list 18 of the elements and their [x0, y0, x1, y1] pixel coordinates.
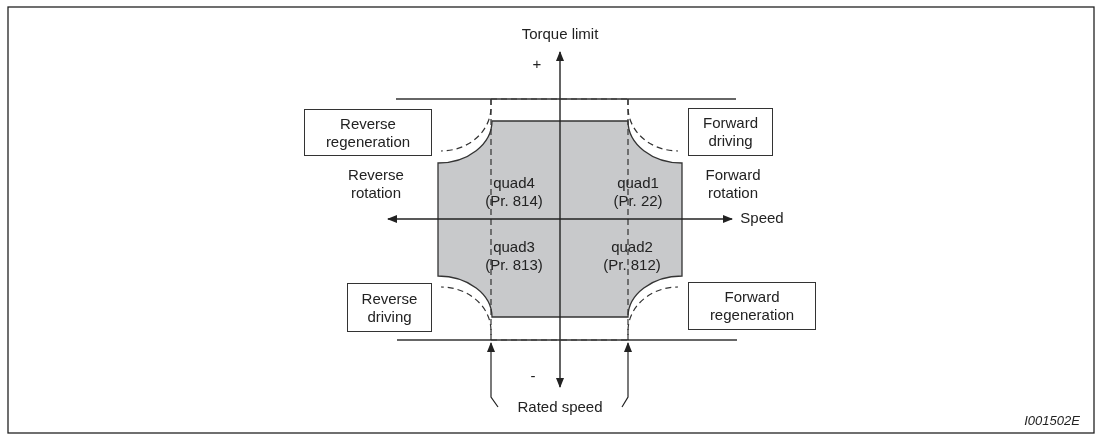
region-label: Reverse rotation	[347, 166, 405, 202]
leader-arrow	[487, 342, 499, 408]
region-label: Forward rotation	[704, 166, 762, 202]
leader-arrow	[621, 342, 632, 408]
sign-label: +	[531, 55, 543, 73]
figure-code: I001502E	[1023, 412, 1081, 430]
sign-label: -	[529, 367, 537, 385]
quadrant-label: quad3 (Pr. 813)	[484, 238, 544, 274]
quadrant-label: quad4 (Pr. 814)	[484, 174, 544, 210]
axis-label: Torque limit	[520, 25, 600, 43]
mode-box: Reverse driving	[347, 283, 432, 332]
axis-label: Speed	[739, 209, 785, 227]
axis-label: Rated speed	[498, 397, 622, 417]
mode-box: Reverse regeneration	[304, 109, 432, 156]
mode-box: Forward driving	[688, 108, 773, 156]
mode-box: Forward regeneration	[688, 282, 816, 330]
quadrant-label: quad1 (Pr. 22)	[612, 174, 664, 210]
quadrant-label: quad2 (Pr. 812)	[602, 238, 662, 274]
